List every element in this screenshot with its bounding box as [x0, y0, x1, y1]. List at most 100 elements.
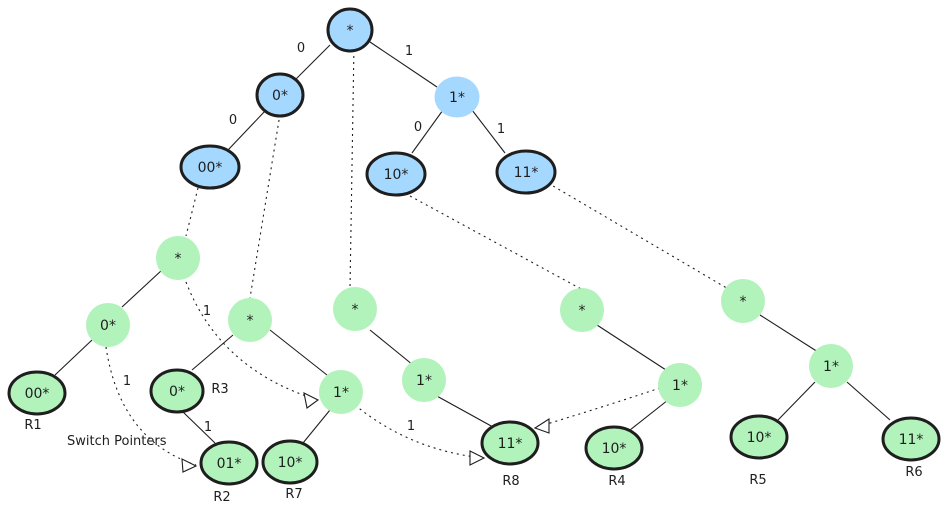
node-top-10-label: 10*: [384, 167, 409, 183]
node-t2-0: [149, 368, 205, 414]
edge-t4-1-10: [629, 399, 669, 431]
edge-top-1-10: [411, 109, 444, 154]
edge-label-top-1-0: 0: [414, 120, 422, 135]
arrowhead-t3-11-left: [469, 450, 486, 466]
edge-label-t1-root-ptr: 1: [203, 304, 211, 319]
node-t1-root-label: *: [175, 251, 182, 267]
node-t5-1: [809, 344, 853, 388]
rule-label-r2: R2: [213, 490, 230, 505]
node-top-10: [365, 151, 427, 197]
edge-t4-root-1: [596, 324, 667, 371]
node-t2-10: [261, 439, 319, 485]
rule-label-r8: R8: [502, 474, 519, 489]
rule-label-r6: R6: [905, 465, 922, 480]
edge-label-top-root-0: 0: [297, 41, 305, 56]
node-t2-01: [199, 440, 259, 486]
rule-label-r1: R1: [24, 418, 41, 433]
node-t1-0: [86, 303, 130, 347]
node-t5-root: [721, 279, 765, 323]
node-t2-root: [228, 298, 272, 342]
ptr-t4-1-to-t3-11: [536, 387, 661, 428]
solid-edges: [54, 41, 891, 444]
edge-t2-0-01: [182, 411, 216, 444]
node-t1-00: [7, 370, 67, 416]
ptr-root-to-t3: [349, 43, 355, 289]
edge-label-t2-1-ptr: 1: [407, 419, 415, 434]
ptr-10-to-t4: [409, 195, 584, 291]
node-top-root-label: *: [347, 23, 354, 39]
node-top-root: [326, 7, 374, 53]
edge-t2-root-0: [191, 334, 234, 371]
ptr-t1-0-to-t2-01: [105, 346, 197, 466]
rule-labels: R1 R3 R2 R7 R8 R4 R5 R6: [24, 382, 922, 505]
node-top-11-label: 11*: [514, 165, 539, 181]
arrowhead-t2-1: [303, 392, 320, 409]
edge-t3-root-1: [369, 329, 414, 366]
node-t1-0-label: 0*: [100, 318, 116, 334]
edge-label-top-1-1: 1: [497, 122, 505, 137]
node-top-1: [434, 76, 480, 118]
node-t3-root-label: *: [352, 302, 359, 318]
node-t5-11: [881, 416, 941, 462]
arrowhead-t2-01: [181, 458, 198, 473]
arrowhead-t3-11-right: [533, 417, 550, 434]
node-t1-root: [156, 236, 200, 280]
node-t5-root-label: *: [740, 294, 747, 310]
node-t4-10: [584, 425, 644, 471]
node-t3-11: [480, 420, 540, 466]
node-top-11: [495, 149, 557, 195]
node-top-00: [179, 144, 241, 190]
edge-label-top-0-00: 0: [229, 113, 237, 128]
node-t2-1: [319, 370, 363, 414]
node-t4-10-label: 10*: [602, 441, 627, 457]
edge-top-1-11: [471, 109, 506, 154]
node-top-0-label: 0*: [272, 88, 288, 104]
edge-label-t1-0-ptr: 1: [123, 374, 131, 389]
node-t2-01-label: 01*: [217, 456, 242, 472]
node-t5-10: [729, 414, 789, 460]
rule-label-r5: R5: [749, 473, 766, 488]
node-t5-1-label: 1*: [823, 359, 839, 375]
edge-label-t2-0-01: 1: [204, 420, 212, 435]
edge-t1-0-00: [54, 339, 93, 376]
rule-label-r7: R7: [285, 487, 302, 502]
node-top-1-label: 1*: [449, 90, 465, 106]
sub-trie-1: * 0* 00*: [7, 236, 200, 416]
node-t2-10-label: 10*: [278, 455, 303, 471]
rule-label-r4: R4: [608, 474, 625, 489]
sub-trie-3: * 1* 11*: [333, 287, 540, 466]
top-trie: * 0* 00* 1* 10* 11*: [179, 7, 557, 197]
edge-t5-1-11: [846, 381, 891, 421]
ptr-t2-1-to-t3-11: [354, 404, 484, 459]
sub-trie-5: * 1* 10* 11*: [721, 279, 941, 462]
node-t4-1: [658, 363, 702, 407]
sub-trie-2: * 0* 01* 1 * 10*: [149, 298, 363, 486]
node-t4-root-label: *: [579, 303, 586, 319]
edge-t5-root-1: [759, 314, 819, 353]
node-t3-root: [333, 287, 377, 331]
edge-labels: 0 1 0 0 1 1 1 1 1: [123, 41, 505, 435]
node-t5-11-label: 11*: [899, 432, 924, 448]
node-t5-10-label: 10*: [747, 430, 772, 446]
edge-t2-root-1: [269, 329, 328, 376]
edge-top-root-0: [294, 44, 331, 81]
node-t2-0-label: 0*: [169, 384, 185, 400]
node-t3-11-label: 11*: [498, 436, 523, 452]
node-t4-1-label: 1*: [672, 378, 688, 394]
ptr-00-to-t1: [185, 187, 199, 237]
node-t3-1: [402, 358, 446, 402]
node-top-0: [255, 72, 305, 118]
node-t3-1-label: 1*: [416, 373, 432, 389]
edge-label-top-root-1: 1: [405, 44, 413, 59]
edge-top-0-00: [227, 109, 267, 151]
node-t4-root: [560, 288, 604, 332]
edge-t3-1-11: [434, 394, 494, 428]
edge-t2-1-10: [302, 409, 331, 444]
ptr-11-to-t5: [547, 182, 731, 291]
edge-t5-1-10: [777, 381, 816, 421]
switch-pointers-note: Switch Pointers: [67, 434, 167, 449]
node-t2-root-label: *: [247, 313, 254, 329]
node-top-00-label: 00*: [198, 160, 223, 176]
